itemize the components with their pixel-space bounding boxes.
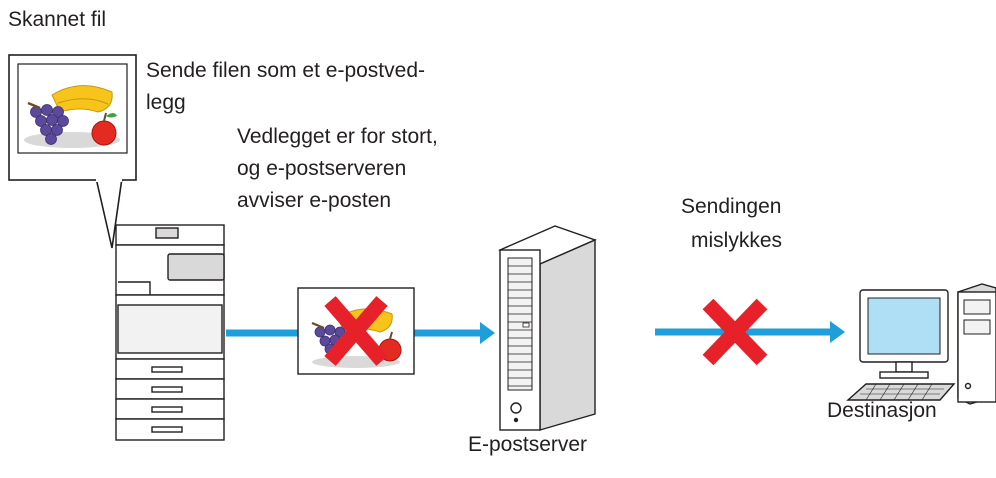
desktop-computer-icon [846, 283, 996, 405]
mfp-printer-icon [115, 224, 225, 441]
mail-server-icon [498, 225, 597, 431]
fail-label-line2: mislykkes [691, 229, 783, 252]
fail-label-line1: Sendingen [681, 195, 782, 218]
reject-label-line3: avviser e-posten [237, 189, 392, 212]
send-attachment-label-line2: legg [146, 91, 186, 114]
destination-label: Destinasjon [827, 399, 937, 422]
failure-cross-icon [702, 298, 768, 366]
scanned-file-thumbnail [8, 54, 137, 249]
send-attachment-label-line1: Sende filen som et e-postved- [146, 59, 425, 82]
reject-label-line2: og e-postserveren [237, 157, 407, 180]
scanned-file-label: Skannet fil [8, 8, 107, 31]
server-label: E-postserver [468, 433, 588, 456]
reject-label-line1: Vedlegget er for stort, [237, 125, 438, 148]
failure-cross-icon [324, 296, 388, 366]
